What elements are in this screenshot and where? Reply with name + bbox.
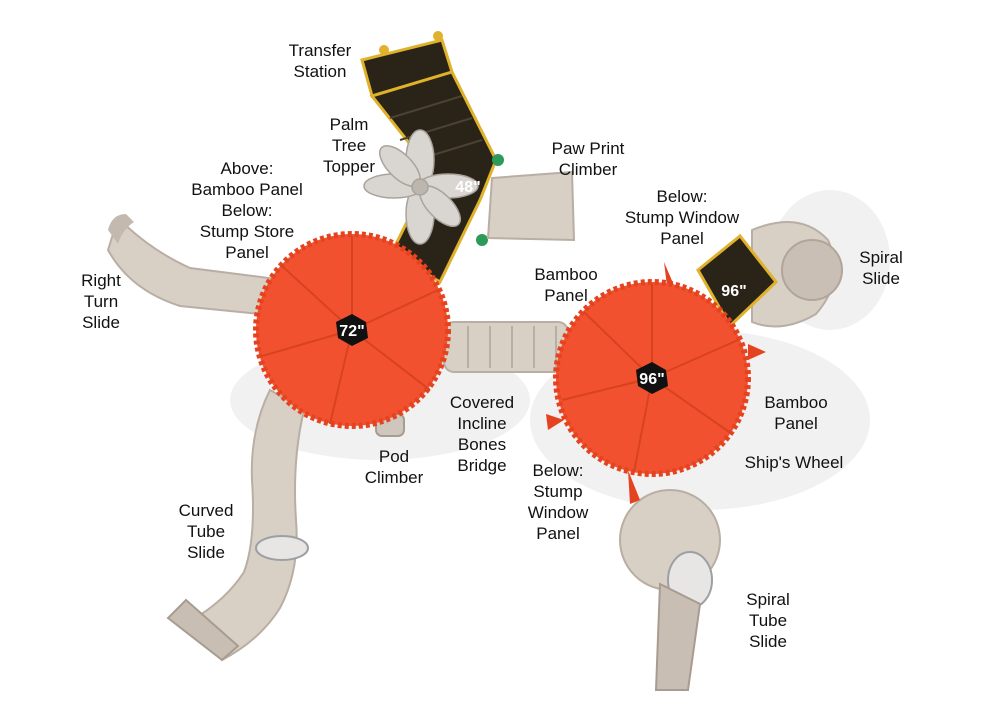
label-line: Spiral: [746, 590, 790, 609]
right-turn-slide-lip: [108, 214, 134, 244]
label-line: Bamboo Panel: [191, 180, 303, 199]
label-line: Tube: [186, 522, 226, 541]
label-line: Panel: [774, 414, 818, 433]
spiral-deck-height: 96": [721, 283, 746, 300]
label-line: Incline: [457, 414, 507, 433]
ramp-height: 48": [455, 179, 480, 196]
label-line: Bamboo: [764, 393, 828, 412]
right-roof: [553, 279, 751, 477]
label-line: Window: [527, 503, 589, 522]
covered-incline-bones-bridge: [443, 321, 569, 373]
label-line: Below:: [656, 187, 708, 206]
label-line: Pod: [378, 447, 410, 466]
label-line: Panel: [225, 243, 269, 262]
palm-tree-topper: [363, 129, 479, 245]
label-line: Panel: [544, 286, 588, 305]
deck-post: [492, 154, 504, 166]
left-roof: [253, 231, 451, 429]
spiral-slide-center: [781, 239, 843, 301]
label-line: Bamboo: [534, 265, 598, 284]
label-line: Above:: [220, 159, 274, 178]
left-roof-height: 72": [339, 323, 364, 340]
label-line: Below:: [221, 201, 273, 220]
bamboo-panel: [748, 344, 766, 360]
label-line: Below:: [532, 461, 584, 480]
label-line: Stump Window: [624, 208, 740, 227]
label-line: Right: [81, 271, 121, 290]
label-line: Climber: [364, 468, 424, 487]
label-line: Palm: [329, 115, 369, 134]
label-line: Spiral: [859, 248, 903, 267]
label-line: Slide: [749, 632, 787, 651]
curved-tube-window: [255, 535, 309, 561]
label-line: Bridge: [457, 456, 507, 475]
label-line: Paw Print: [551, 139, 625, 158]
label-line: Ship's Wheel: [744, 453, 844, 472]
deck-post: [476, 234, 488, 246]
label-line: Bones: [457, 435, 507, 454]
label-ships-wheel: Ship's Wheel: [734, 452, 854, 473]
label-line: Transfer: [288, 41, 352, 60]
bridge-bones: [467, 326, 557, 368]
spiral-tube-exit: [654, 582, 702, 691]
label-line: Slide: [82, 313, 120, 332]
paw-print-climber: [486, 170, 576, 242]
bamboo-panel: [546, 414, 564, 430]
label-line: Topper: [323, 157, 375, 176]
spiral-deck: [696, 233, 779, 329]
label-line: Slide: [187, 543, 225, 562]
label-line: Stump: [533, 482, 583, 501]
label-line: Slide: [862, 269, 900, 288]
bamboo-panel: [628, 470, 640, 504]
label-line: Stump Store: [199, 222, 295, 241]
label-line: Climber: [558, 160, 618, 179]
label-line: Turn: [83, 292, 119, 311]
label-line: Tree: [331, 136, 367, 155]
curved-tube-exit: [166, 598, 240, 662]
label-line: Tube: [748, 611, 788, 630]
label-line: Station: [293, 62, 347, 81]
deck-post: [379, 45, 389, 55]
label-line: Panel: [536, 524, 580, 543]
label-line: Curved: [178, 501, 234, 520]
right-roof-height: 96": [639, 371, 664, 388]
label-line: Covered: [449, 393, 515, 412]
deck-post: [433, 31, 443, 41]
label-line: Panel: [660, 229, 704, 248]
